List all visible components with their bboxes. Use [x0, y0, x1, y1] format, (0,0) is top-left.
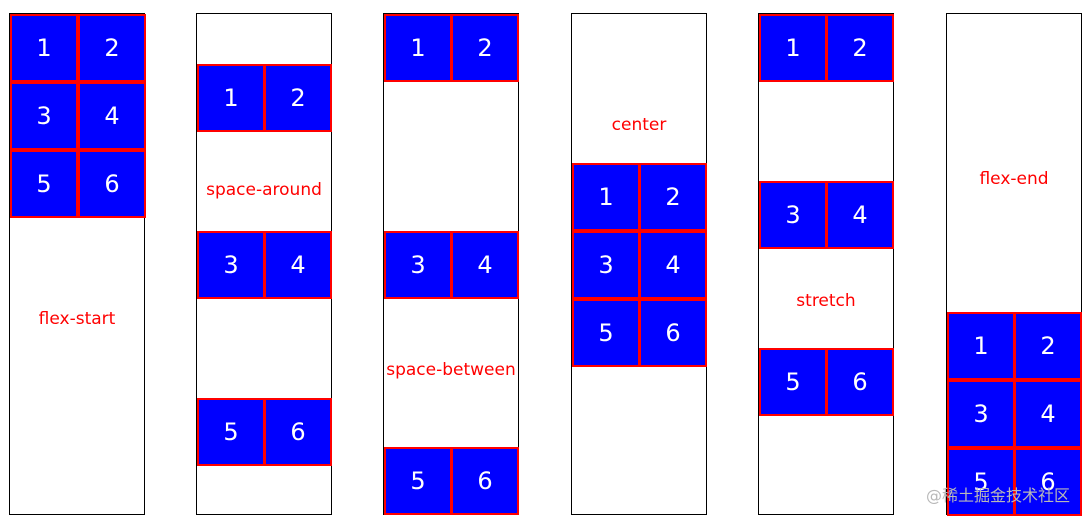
- item-4: 4: [1014, 380, 1082, 448]
- watermark: @稀土掘金技术社区: [925, 486, 1070, 505]
- item-4: 4: [639, 231, 707, 299]
- item-4: 4: [78, 82, 146, 150]
- panel-label: flex-end: [979, 169, 1049, 189]
- item-2: 2: [451, 14, 519, 82]
- panel-center: 1 2 3 4 5 6 center: [571, 13, 707, 515]
- panel-space-around: 1 2 3 4 5 6 space-around: [196, 13, 332, 515]
- item-2: 2: [639, 163, 707, 231]
- item-2: 2: [1014, 312, 1082, 380]
- item-1: 1: [10, 14, 78, 82]
- item-3: 3: [947, 380, 1015, 448]
- item-3: 3: [384, 231, 452, 299]
- panel-flex-end: 1 2 3 4 5 6 flex-end: [946, 13, 1082, 516]
- item-6: 6: [264, 398, 332, 466]
- item-1: 1: [759, 14, 827, 82]
- panel-label: center: [611, 115, 667, 135]
- item-2: 2: [264, 64, 332, 132]
- item-6: 6: [451, 447, 519, 515]
- item-5: 5: [572, 299, 640, 367]
- item-5: 5: [947, 448, 1015, 516]
- item-1: 1: [947, 312, 1015, 380]
- panel-label: space-around: [206, 180, 322, 200]
- item-4: 4: [451, 231, 519, 299]
- item-1: 1: [384, 14, 452, 82]
- item-6: 6: [826, 348, 894, 416]
- item-5: 5: [759, 348, 827, 416]
- item-3: 3: [759, 181, 827, 249]
- item-2: 2: [78, 14, 146, 82]
- item-3: 3: [572, 231, 640, 299]
- item-6: 6: [1014, 448, 1082, 516]
- item-3: 3: [10, 82, 78, 150]
- panel-label: space-between: [386, 360, 516, 380]
- item-6: 6: [78, 150, 146, 218]
- item-4: 4: [826, 181, 894, 249]
- item-5: 5: [10, 150, 78, 218]
- item-5: 5: [384, 447, 452, 515]
- item-6: 6: [639, 299, 707, 367]
- panel-stretch: 1 2 3 4 5 6 stretch: [758, 13, 894, 515]
- panel-flex-start: 1 2 3 4 5 6 flex-start: [9, 13, 146, 515]
- panel-space-between: 1 2 3 4 5 6 space-between: [383, 13, 519, 515]
- item-1: 1: [572, 163, 640, 231]
- item-5: 5: [197, 398, 265, 466]
- item-4: 4: [264, 231, 332, 299]
- panel-label: flex-start: [38, 309, 116, 329]
- panel-label: stretch: [796, 291, 856, 311]
- item-2: 2: [826, 14, 894, 82]
- item-1: 1: [197, 64, 265, 132]
- item-3: 3: [197, 231, 265, 299]
